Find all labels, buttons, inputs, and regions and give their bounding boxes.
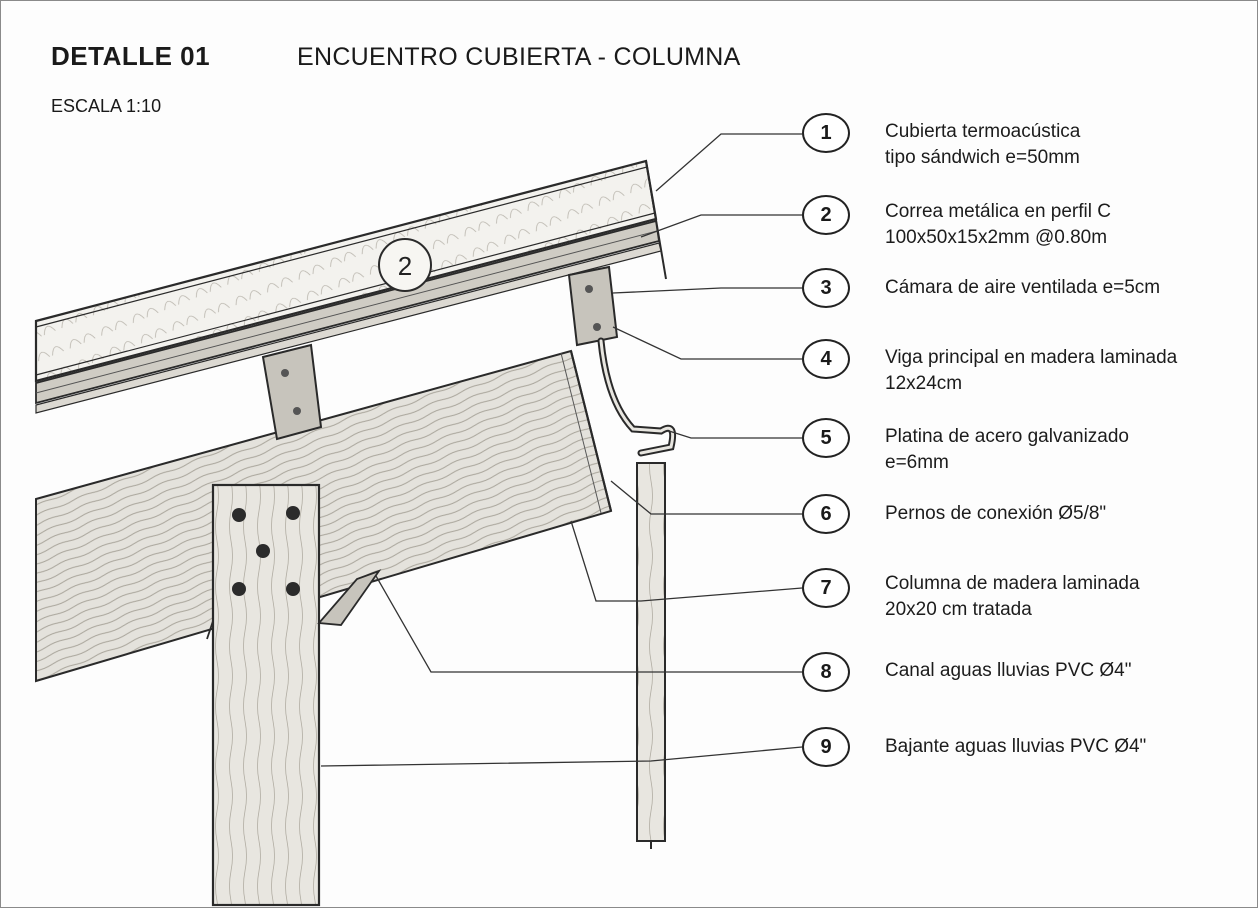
callout-line: Canal aguas lluvias PVC Ø4" (885, 660, 1132, 681)
callout-number: 9 (802, 727, 850, 767)
drawing-tag: 2 (378, 238, 432, 292)
callout-label-5: Platina de acero galvanizado e=6mm (885, 424, 1255, 476)
callout-line: Cámara de aire ventilada e=5cm (885, 277, 1161, 298)
callout-label-9: Bajante aguas lluvias PVC Ø4" (885, 734, 1255, 760)
callout-line: Cubierta termoacústica (885, 121, 1081, 142)
callout-line: Platina de acero galvanizado (885, 426, 1130, 447)
callout-label-4: Viga principal en madera laminada 12x24c… (885, 345, 1255, 397)
callout-3: 3 (802, 268, 852, 308)
callout-4: 4 (802, 339, 852, 379)
callout-number: 3 (802, 268, 850, 308)
callout-line: e=6mm (885, 452, 949, 473)
detail-number: DETALLE 01 (51, 41, 211, 71)
callout-line: Viga principal en madera laminada (885, 347, 1178, 368)
glulam-column (206, 483, 382, 907)
callout-number: 8 (802, 652, 850, 692)
detail-title: ENCUENTRO CUBIERTA - COLUMNA (297, 43, 741, 71)
callout-number: 4 (802, 339, 850, 379)
callout-5: 5 (802, 418, 852, 458)
callout-1: 1 (802, 113, 852, 153)
drawing-tag-text: 2 (398, 251, 412, 281)
callout-line: Columna de madera laminada (885, 573, 1140, 594)
callout-line: 20x20 cm tratada (885, 599, 1032, 620)
callout-line: 12x24cm (885, 373, 963, 394)
callout-number: 5 (802, 418, 850, 458)
callout-6: 6 (802, 494, 852, 534)
glulam-beam (35, 349, 613, 683)
callout-label-3: Cámara de aire ventilada e=5cm (885, 275, 1255, 301)
roof-panel (34, 159, 667, 383)
scale-label: ESCALA 1:10 (51, 96, 162, 116)
callout-7: 7 (802, 568, 852, 608)
callout-2: 2 (802, 195, 852, 235)
callout-9: 9 (802, 727, 852, 767)
callout-number: 6 (802, 494, 850, 534)
callout-label-8: Canal aguas lluvias PVC Ø4" (885, 658, 1255, 684)
callout-line: Pernos de conexión Ø5/8" (885, 503, 1107, 524)
callout-label-7: Columna de madera laminada 20x20 cm trat… (885, 571, 1255, 623)
callout-number: 7 (802, 568, 850, 608)
callout-label-1: Cubierta termoacústica tipo sándwich e=5… (885, 119, 1255, 171)
gutter-downpipe (597, 337, 677, 849)
callout-line: Bajante aguas lluvias PVC Ø4" (885, 736, 1147, 757)
callout-8: 8 (802, 652, 852, 692)
callout-number: 2 (802, 195, 850, 235)
purlin-band (35, 219, 662, 414)
callout-line: tipo sándwich e=50mm (885, 147, 1080, 168)
leader-lines (320, 133, 803, 767)
steel-plates (261, 265, 619, 441)
callout-number: 1 (802, 113, 850, 153)
callout-label-2: Correa metálica en perfil C 100x50x15x2m… (885, 199, 1255, 251)
callout-label-6: Pernos de conexión Ø5/8" (885, 501, 1255, 527)
callout-line: Correa metálica en perfil C (885, 201, 1111, 222)
callout-line: 100x50x15x2mm @0.80m (885, 227, 1108, 248)
